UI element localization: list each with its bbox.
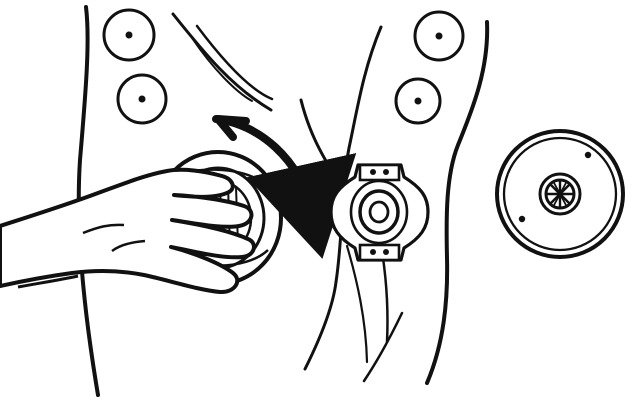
right-panel — [497, 131, 623, 257]
left-torso-contour — [173, 14, 271, 110]
middle-torso-right-outline — [427, 22, 487, 383]
left-side-line — [301, 100, 333, 173]
left-panel — [0, 7, 333, 395]
middle-panel — [305, 12, 487, 383]
sensor-dot-top-left-2 — [139, 96, 146, 103]
top-sensor-circles-left — [104, 10, 166, 123]
hand — [0, 170, 254, 292]
middle-contour-2 — [347, 246, 367, 362]
top-sensor-circles-middle — [396, 12, 463, 123]
sensor-dot-top-left-1 — [126, 32, 133, 39]
sensor-dot-top-middle-1 — [436, 33, 443, 40]
middle-contour-3 — [364, 313, 402, 381]
round-cover — [497, 131, 623, 257]
sensor-dot-top-middle-2 — [415, 98, 422, 105]
